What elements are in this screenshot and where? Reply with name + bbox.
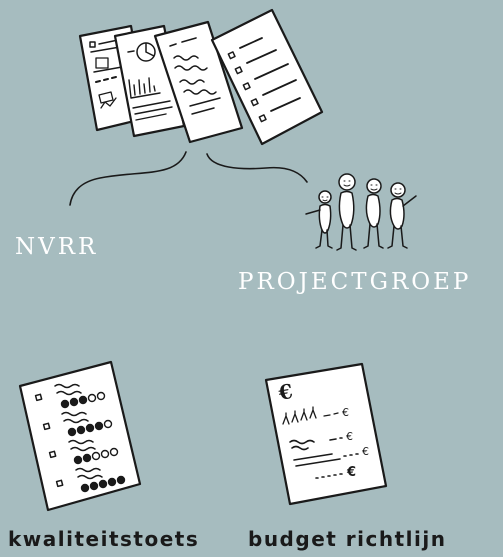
budget-doc-euro-line-1: € — [342, 406, 349, 419]
connector-to-nvrr — [69, 151, 187, 206]
projectgroep-label: PROJECTGROEP — [238, 269, 472, 295]
budget-doc-euro-line-4: € — [346, 465, 356, 480]
kwaliteitstoets-label: kwaliteitstoets — [8, 527, 200, 551]
document-stack — [78, 8, 324, 146]
quality-check-document — [18, 360, 142, 512]
people-group-illustration — [305, 173, 417, 251]
budget-richtlijn-label: budget richtlijn — [248, 527, 447, 551]
nvrr-label: NVRR — [15, 234, 99, 260]
budget-doc-euro-line-3: € — [362, 445, 369, 458]
document-3-notes — [153, 20, 244, 144]
connector-to-projectgroep — [206, 153, 308, 183]
budget-doc-euro-symbol: € — [276, 379, 295, 405]
document-4-checklist — [210, 8, 324, 146]
budget-doc-euro-line-2: € — [346, 430, 353, 443]
budget-guideline-document — [264, 362, 388, 506]
